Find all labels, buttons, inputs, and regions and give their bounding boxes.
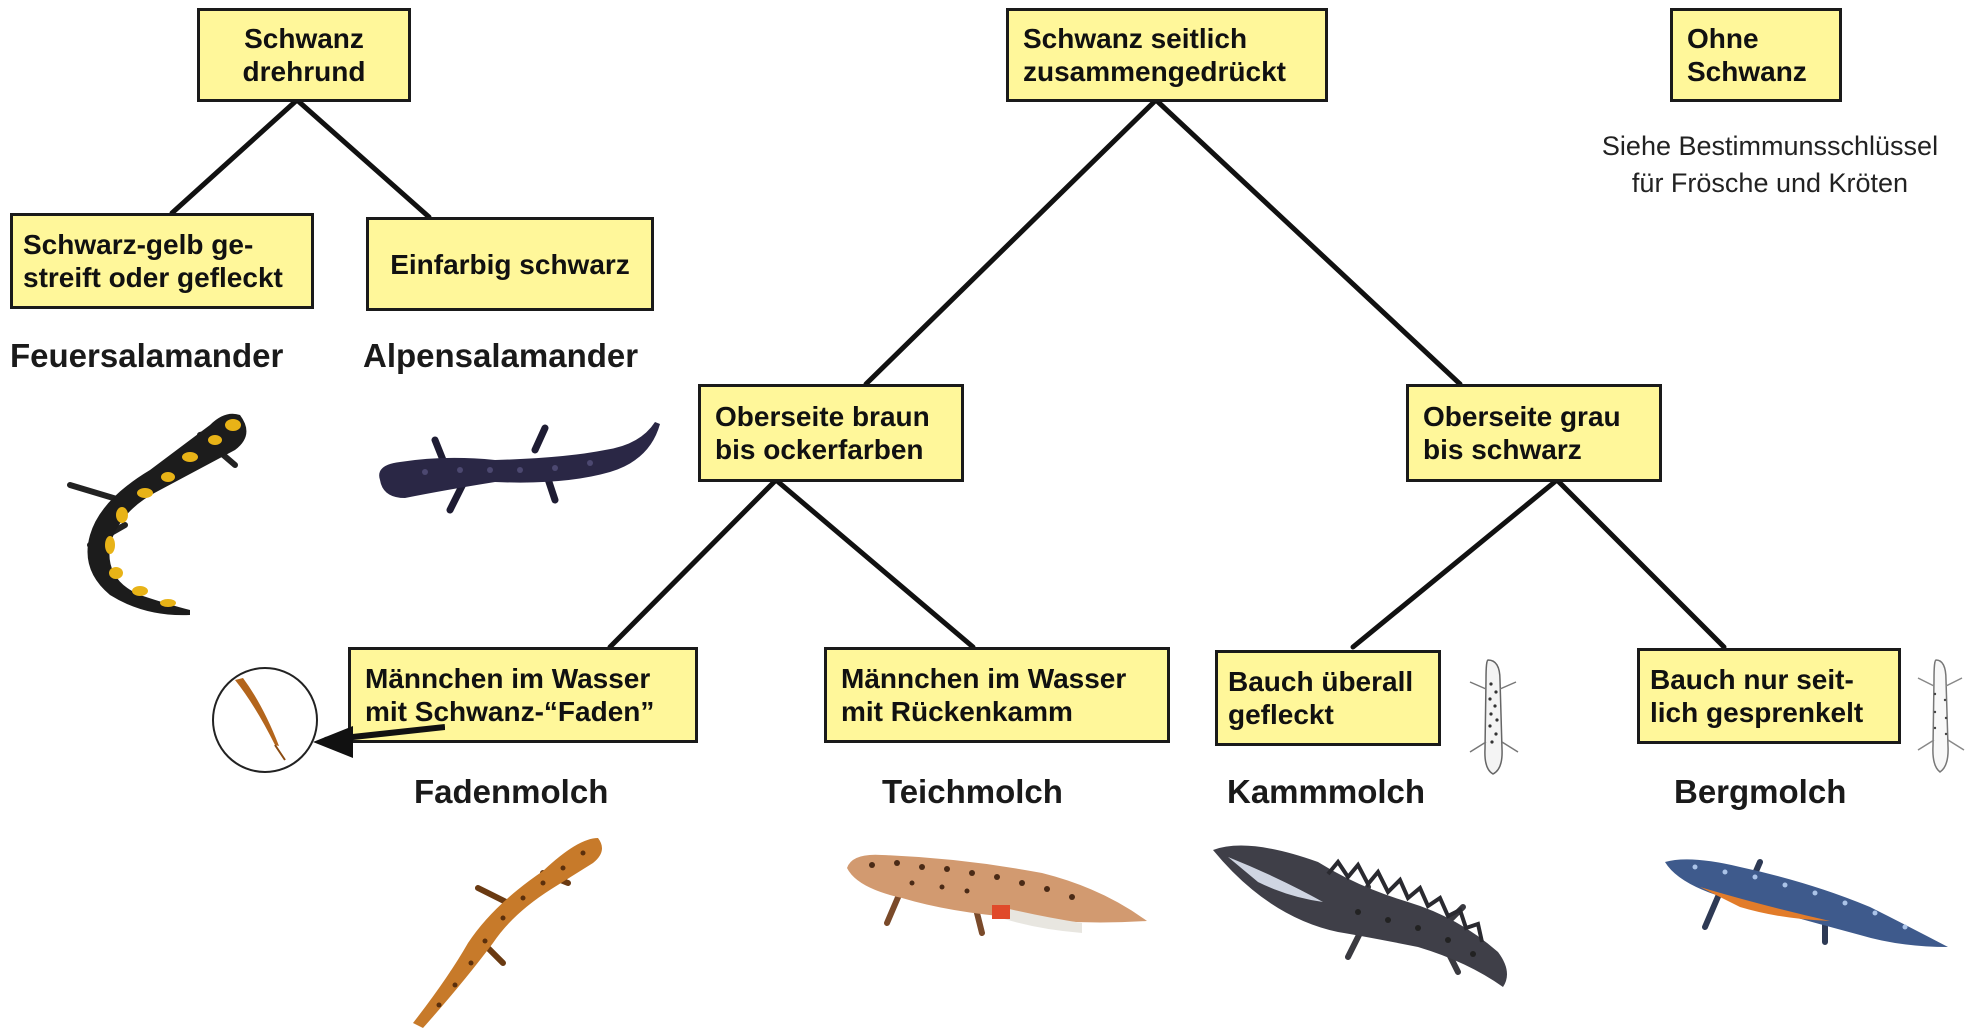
edge-grey-sides — [1557, 480, 1724, 647]
edge-brown-crest — [776, 480, 973, 647]
node-text: Schwarz-gelb ge- — [23, 228, 301, 261]
frog-key-note: Siehe Bestimmunsschlüssel für Frösche un… — [1580, 128, 1960, 202]
node-text: Einfarbig schwarz — [390, 248, 630, 281]
species-kammmolch: Kammmolch — [1227, 773, 1425, 811]
node-text: Schwanz seitlich — [1023, 22, 1311, 55]
node-belly-sides: Bauch nur seit- lich gesprenkelt — [1637, 648, 1901, 744]
newt-orange-icon — [383, 833, 623, 1032]
node-text: Schwanz — [1687, 55, 1825, 88]
species-teichmolch: Teichmolch — [882, 773, 1063, 811]
note-line: für Frösche und Kröten — [1580, 165, 1960, 202]
species-alpensalamander: Alpensalamander — [363, 337, 638, 375]
salamander-black-icon — [365, 410, 675, 535]
node-text: Schwanz — [244, 22, 364, 55]
node-text: Bauch überall — [1228, 665, 1428, 698]
node-round-tail: Schwanz drehrund — [197, 8, 411, 102]
note-line: Siehe Bestimmunsschlüssel — [1580, 128, 1960, 165]
node-grey-top: Oberseite grau bis schwarz — [1406, 384, 1662, 482]
tail-thread-magnifier-icon — [205, 660, 445, 780]
node-brown-top: Oberseite braun bis ockerfarben — [698, 384, 964, 482]
edge-round-striped — [172, 100, 297, 213]
species-bergmolch: Bergmolch — [1674, 773, 1846, 811]
node-text: zusammengedrückt — [1023, 55, 1311, 88]
edge-flat-grey — [1156, 100, 1460, 384]
node-text: lich gesprenkelt — [1650, 696, 1888, 729]
edge-grey-spotted — [1353, 480, 1557, 647]
node-text: bis ockerfarben — [715, 433, 947, 466]
newt-crested-dark-icon — [1208, 832, 1520, 1012]
newt-blue-orange-icon — [1660, 847, 1952, 962]
edge-round-black — [297, 100, 429, 217]
node-flat-tail: Schwanz seitlich zusammengedrückt — [1006, 8, 1328, 102]
species-feuersalamander: Feuersalamander — [10, 337, 283, 375]
node-black: Einfarbig schwarz — [366, 217, 654, 311]
node-no-tail: Ohne Schwanz — [1670, 8, 1842, 102]
node-text: bis schwarz — [1423, 433, 1645, 466]
belly-sides-sketch-icon — [1912, 654, 1968, 774]
node-back-crest: Männchen im Wasser mit Rückenkamm — [824, 647, 1170, 743]
node-text: Oberseite braun — [715, 400, 947, 433]
node-striped: Schwarz-gelb ge- streift oder gefleckt — [10, 213, 314, 309]
newt-spotted-brown-icon — [842, 843, 1152, 950]
belly-spotted-sketch-icon — [1462, 654, 1524, 778]
node-text: mit Rückenkamm — [841, 695, 1153, 728]
node-text: gefleckt — [1228, 698, 1428, 731]
edge-flat-brown — [866, 100, 1156, 384]
node-text: Bauch nur seit- — [1650, 663, 1888, 696]
node-text: Ohne — [1687, 22, 1825, 55]
salamander-yellow-black-icon — [50, 395, 270, 620]
node-text: Männchen im Wasser — [841, 662, 1153, 695]
node-text: drehrund — [243, 55, 366, 88]
node-belly-spotted: Bauch überall gefleckt — [1215, 650, 1441, 746]
node-text: streift oder gefleckt — [23, 261, 301, 294]
node-text: Oberseite grau — [1423, 400, 1645, 433]
